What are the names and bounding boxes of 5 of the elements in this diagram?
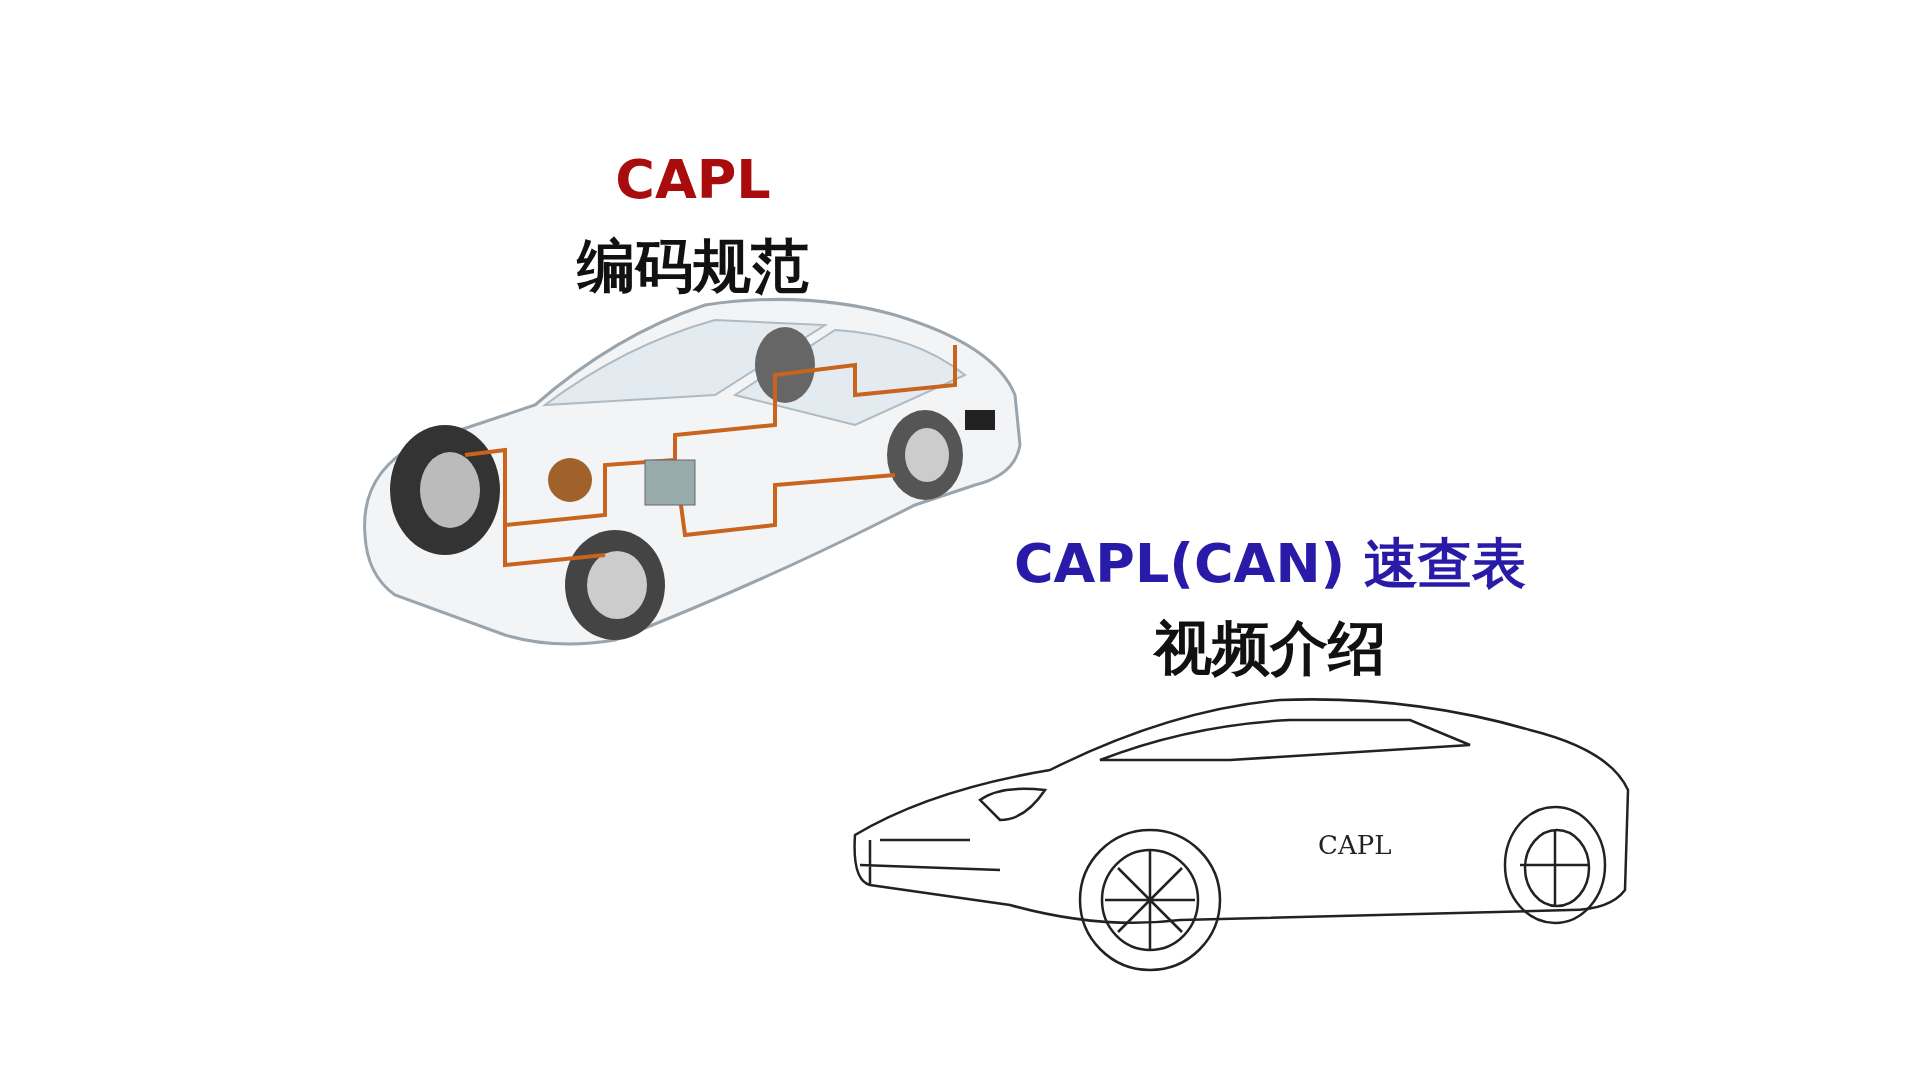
heading: CAPL(CAN) 速查表 (1013, 531, 1527, 597)
heading: CAPL (615, 148, 771, 211)
heading: 视频介绍 (1154, 613, 1386, 684)
heading: 编码规范 (577, 231, 809, 302)
body-text: CAPL (1318, 830, 1392, 860)
